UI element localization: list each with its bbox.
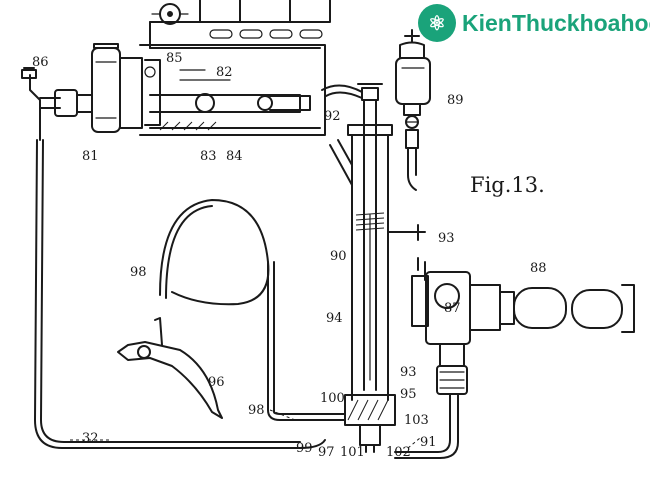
label-99: 99 (296, 441, 313, 456)
label-81: 81 (82, 149, 99, 164)
label-103: 103 (404, 413, 429, 428)
label-91: 91 (420, 435, 437, 450)
atom-globe-icon: ⚛ (418, 4, 456, 42)
label-96: 96 (208, 375, 225, 390)
label-90: 90 (330, 249, 347, 264)
hand-lever-96 (117, 317, 223, 419)
figure-title: Fig.13. (470, 173, 545, 197)
label-86: 86 (32, 55, 49, 70)
label-92: 92 (324, 109, 341, 124)
watermark-text: KienThuckhoahoc.org (462, 9, 650, 36)
label-85: 85 (166, 51, 183, 66)
label-101: 101 (340, 445, 365, 460)
label-82: 82 (216, 65, 233, 80)
label-94: 94 (326, 311, 343, 326)
label-89: 89 (447, 93, 464, 108)
lubricator-89 (395, 29, 431, 191)
label-84: 84 (226, 149, 243, 164)
label-98-top: 98 (130, 265, 147, 280)
hose-98 (159, 199, 270, 306)
label-87: 87 (444, 301, 461, 316)
watermark: ⚛ KienThuckhoahoc.org (418, 4, 650, 42)
label-97: 97 (318, 445, 335, 460)
label-102: 102 (386, 445, 411, 460)
label-88: 88 (530, 261, 547, 276)
unit-87 (394, 257, 635, 459)
label-95: 95 (400, 387, 417, 402)
engine-frame (21, 0, 331, 141)
label-98-bottom: 98 (248, 403, 265, 418)
pipe-32 (34, 139, 326, 449)
label-32: 32 (82, 431, 99, 446)
label-83: 83 (200, 149, 217, 164)
label-93-top: 93 (438, 231, 455, 246)
label-93-bottom: 93 (400, 365, 417, 380)
central-column (321, 83, 426, 453)
label-100: 100 (320, 391, 345, 406)
